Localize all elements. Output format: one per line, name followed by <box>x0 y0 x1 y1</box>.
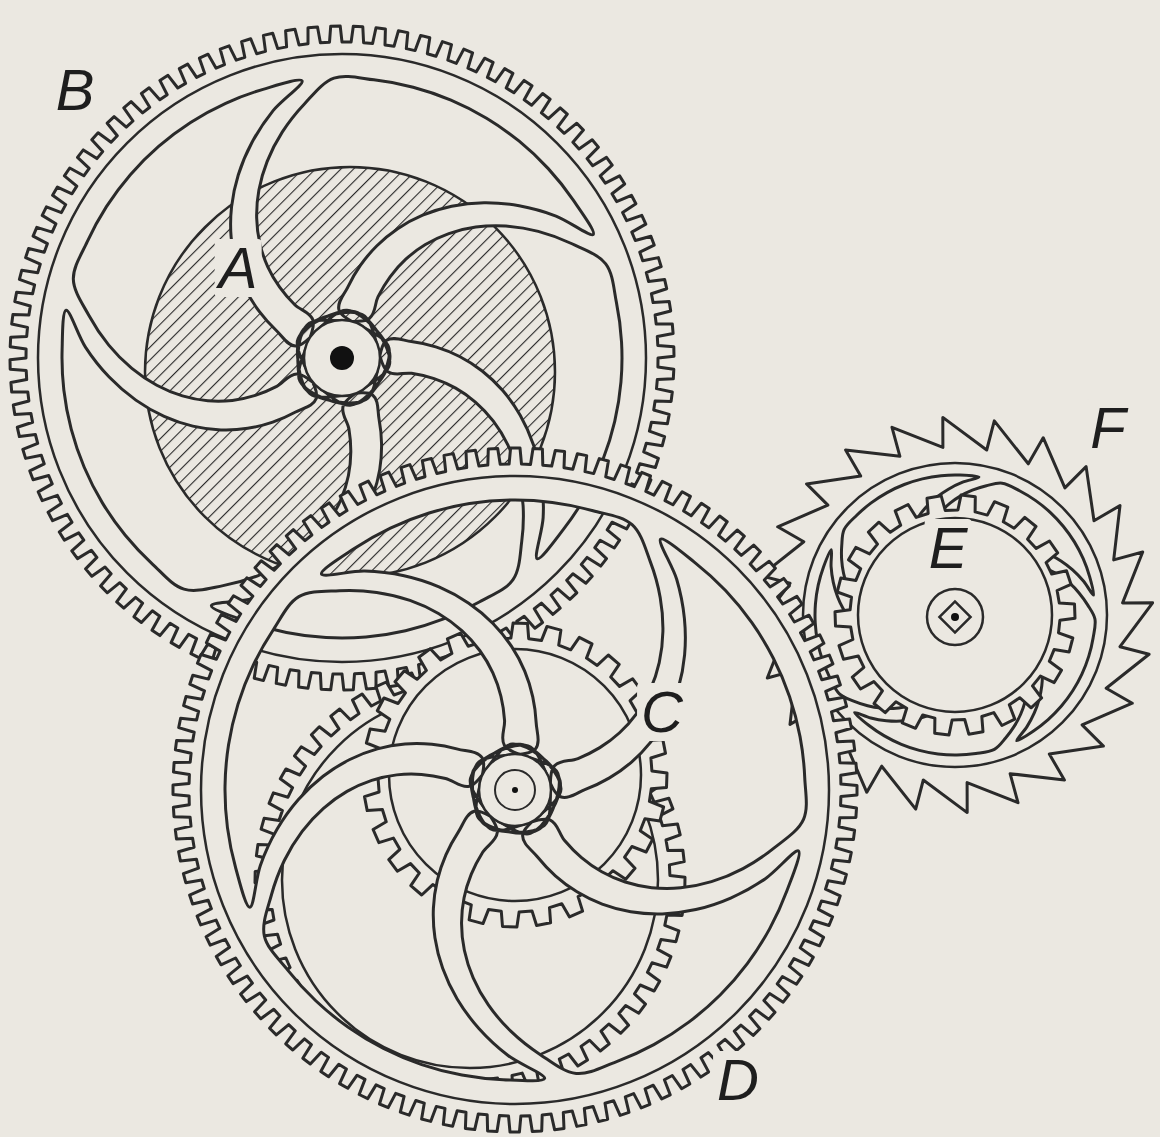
pinion-e-body <box>835 495 1075 735</box>
spur-wheel-d <box>173 448 857 1132</box>
part-label: C <box>637 683 687 741</box>
part-label: F <box>1086 399 1129 457</box>
pinion-e <box>835 495 1075 735</box>
gears <box>10 26 1153 1132</box>
hub-bore <box>495 770 535 810</box>
axle <box>951 613 959 621</box>
pinion-e-rim <box>858 518 1052 712</box>
axle <box>512 787 518 793</box>
hub <box>304 320 380 396</box>
hub <box>927 589 983 645</box>
part-label: B <box>52 61 99 119</box>
part-label: A <box>215 239 262 297</box>
spur-wheel-rim <box>38 54 646 662</box>
spur-wheel-d-rim <box>201 476 829 1104</box>
axle <box>330 346 354 370</box>
spur-wheel-d-body <box>173 448 857 1132</box>
part-label: D <box>713 1051 763 1109</box>
part-label: E <box>925 519 972 577</box>
hub <box>479 754 551 826</box>
square-arbor <box>939 601 970 632</box>
